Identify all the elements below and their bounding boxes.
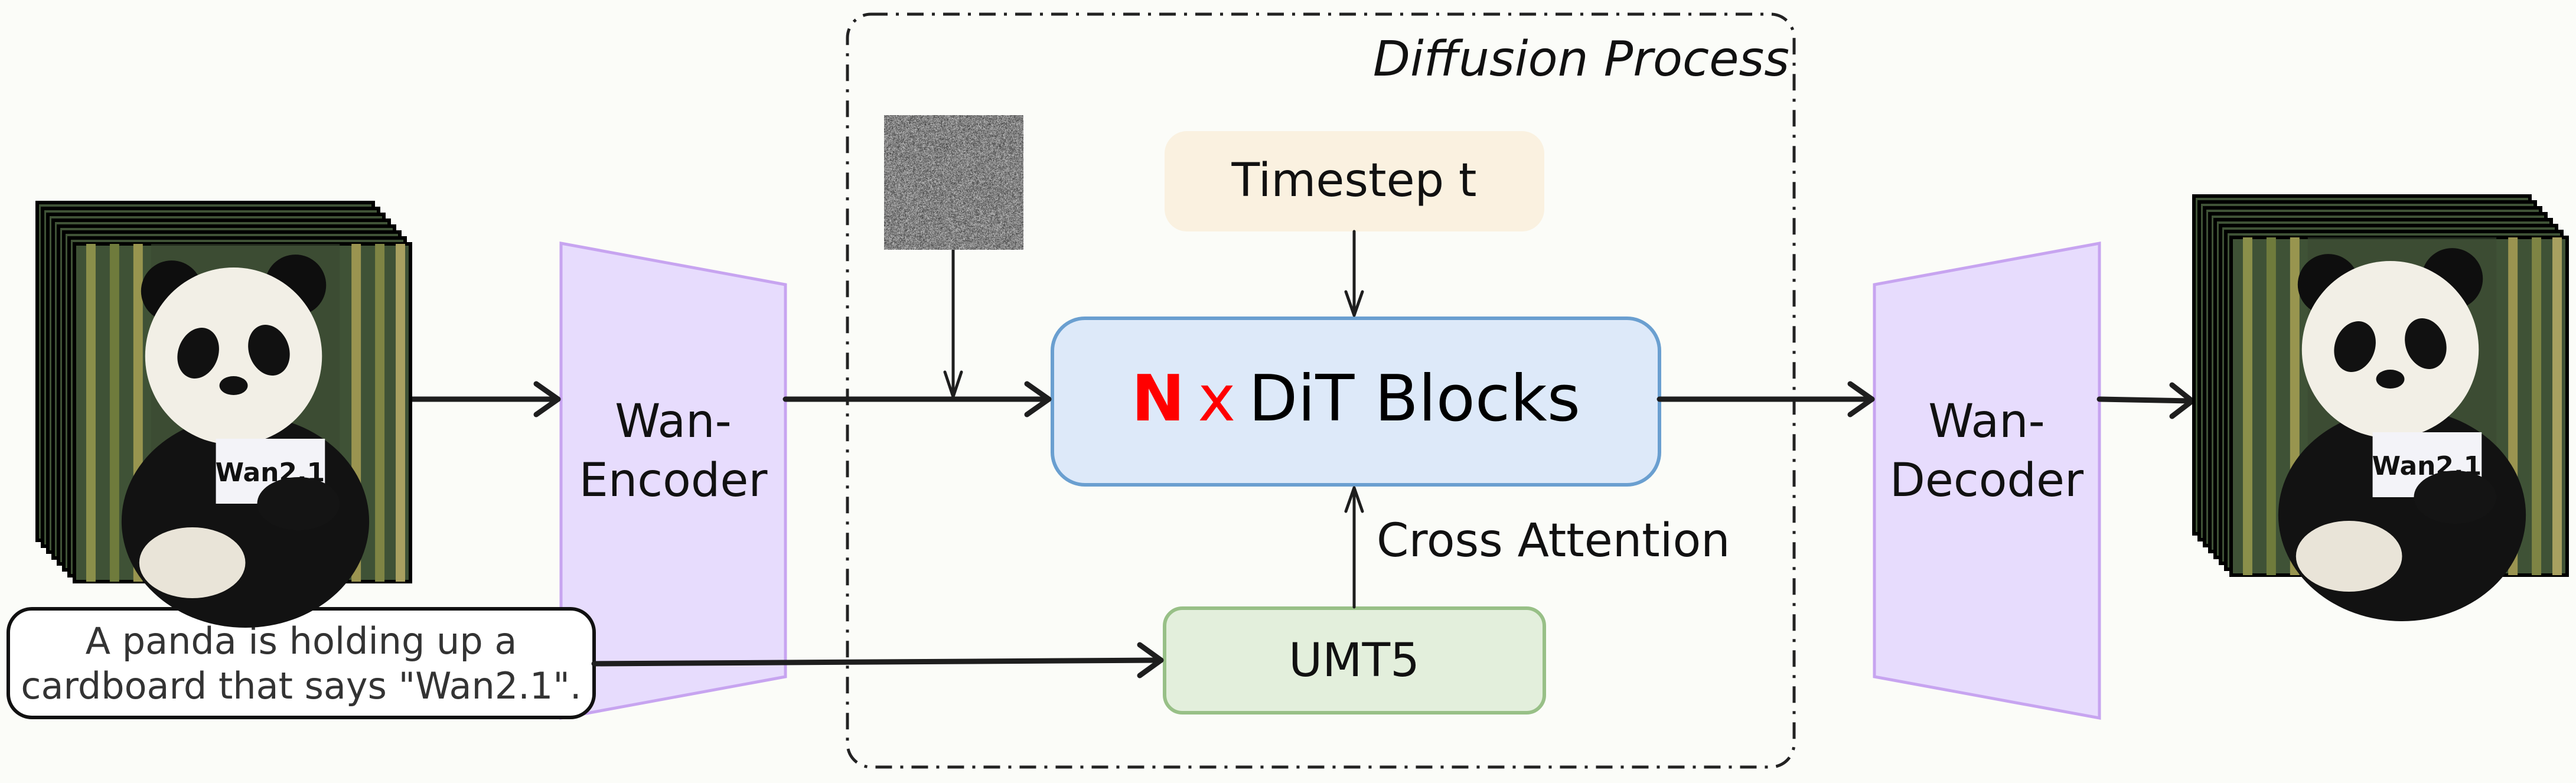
video-frame-front: Wan2.1 <box>74 244 410 628</box>
encoder-line2: Encoder <box>579 454 768 507</box>
timestep-label: Timestep t <box>1231 154 1477 207</box>
decoder-line1: Wan- <box>1928 395 2045 448</box>
dit-n: N <box>1132 362 1185 436</box>
encoder-line1: Wan- <box>615 395 732 448</box>
decoder-line2: Decoder <box>1890 454 2084 507</box>
dit-blocks-label: NxDiT Blocks <box>1132 362 1580 436</box>
umt5-label: UMT5 <box>1289 634 1420 687</box>
input-video-frames: Wan2.1 <box>37 203 410 628</box>
prompt-line2: cardboard that says "Wan2.1". <box>21 664 581 707</box>
prompt-line1: A panda is holding up a <box>86 619 517 663</box>
noise-latent-image <box>884 115 1023 250</box>
video-frame-front: Wan2.1 <box>2231 237 2567 621</box>
cross-attention-label: Cross Attention <box>1377 514 1730 567</box>
output-video-frames: Wan2.1 <box>2194 196 2567 621</box>
dit-label: DiT Blocks <box>1248 362 1580 436</box>
dit-x: x <box>1198 362 1235 436</box>
diffusion-process-title: Diffusion Process <box>1373 31 1789 87</box>
